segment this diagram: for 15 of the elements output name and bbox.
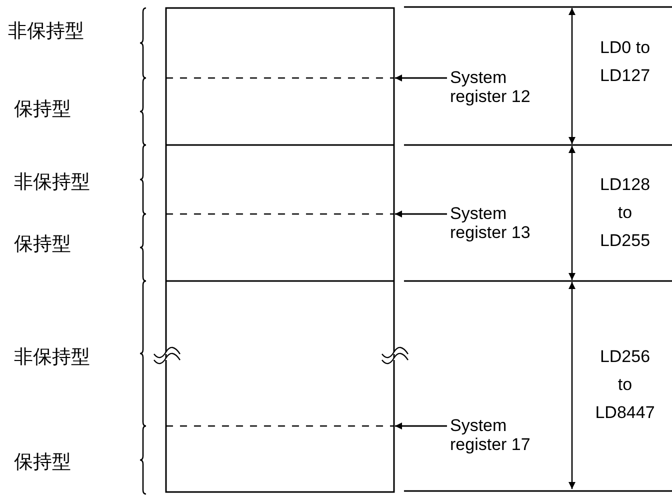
- address-range: LD0 to LD127: [600, 37, 650, 87]
- retention-label: 保持型: [14, 234, 71, 256]
- address-range: LD256 to LD8447: [595, 346, 655, 424]
- retention-label: 非保持型: [14, 347, 90, 369]
- arrow: [395, 210, 447, 218]
- retention-label: 非保持型: [8, 21, 84, 43]
- retention-label: 非保持型: [14, 172, 90, 194]
- retention-label: 保持型: [14, 99, 71, 121]
- register-label: System register 12: [450, 68, 532, 106]
- arrow: [395, 422, 447, 430]
- register-label: System register 17: [450, 416, 532, 454]
- retention-label: 保持型: [14, 452, 71, 474]
- arrow: [395, 74, 447, 82]
- register-label: System register 13: [450, 204, 532, 242]
- address-range: LD128 to LD255: [600, 174, 650, 252]
